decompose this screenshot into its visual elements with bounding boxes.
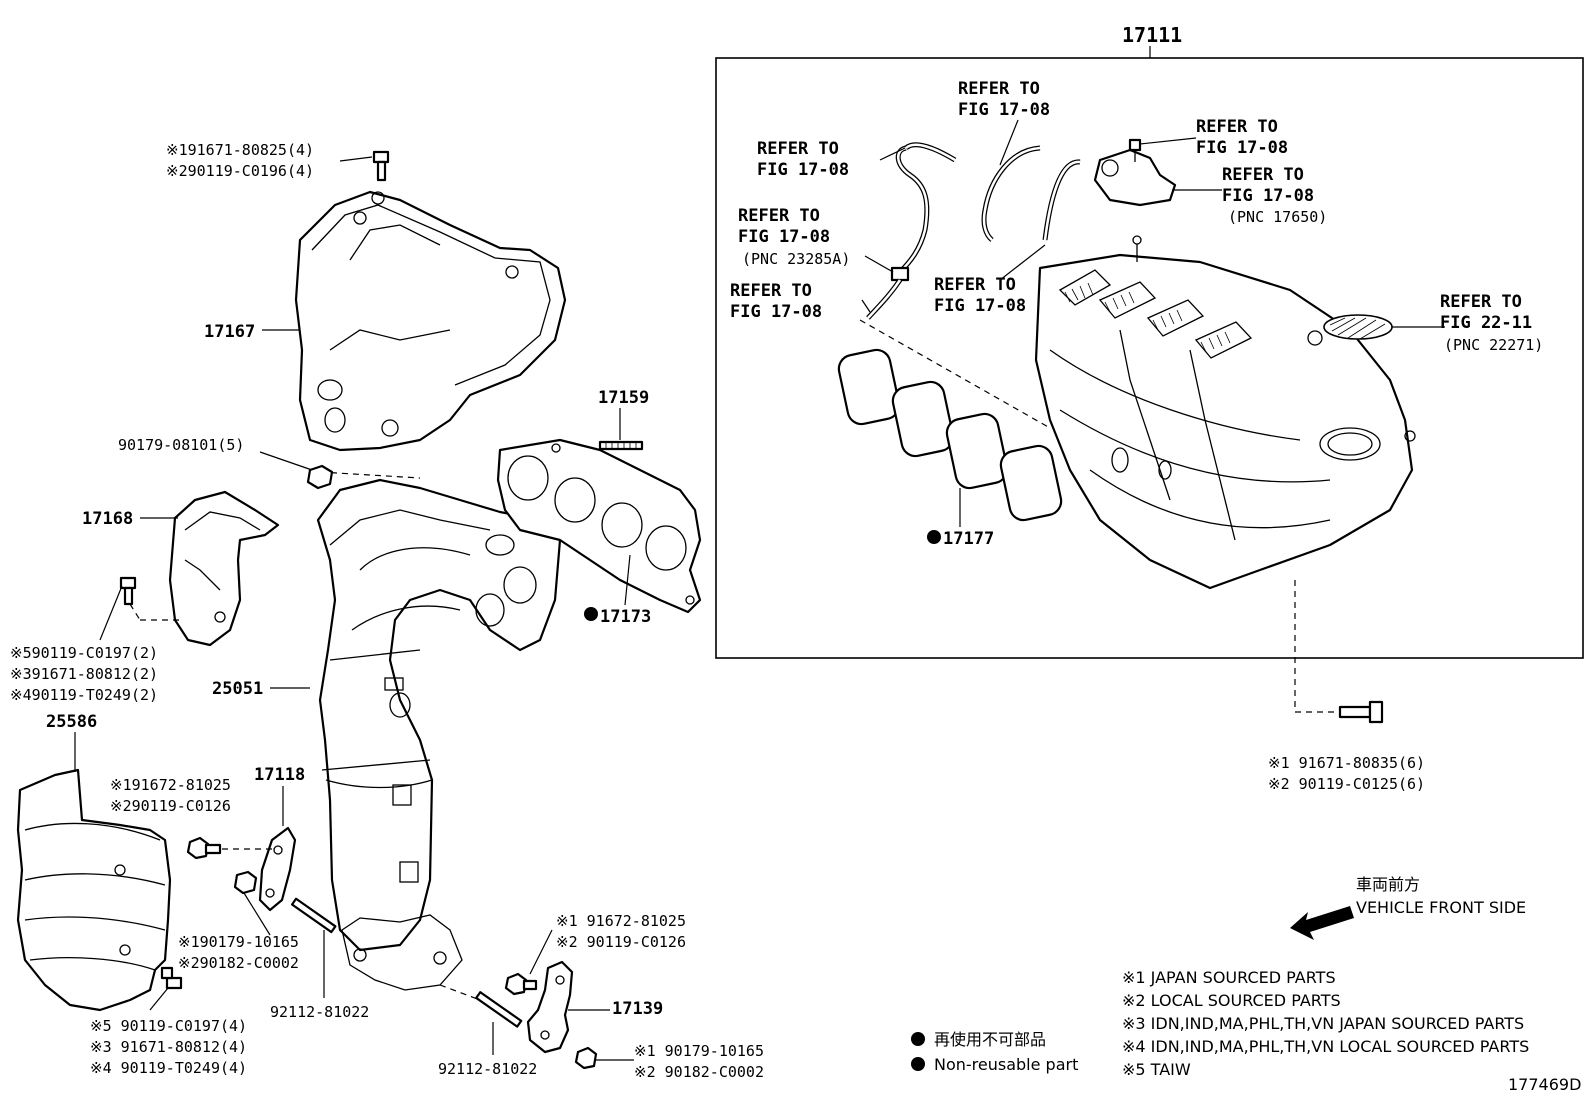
top-bolt-icon (372, 150, 390, 182)
insulator-17168 (168, 490, 280, 647)
nut-90179-icon (306, 464, 334, 490)
callout-17139: 17139 (612, 999, 663, 1019)
stud-17159-icon (598, 440, 644, 451)
callout-25051: 25051 (212, 679, 263, 699)
callout-17173: 17173 (600, 607, 651, 627)
direction-label-en: VEHICLE FRONT SIDE (1356, 898, 1526, 917)
legend-en: Non-reusable part (934, 1055, 1078, 1074)
heat-shield-25586 (16, 768, 172, 1012)
vacuum-hoses (866, 142, 1081, 320)
exhaust-manifold-converter-25051 (316, 478, 562, 991)
throttle-gasket-22271 (1323, 314, 1393, 340)
callout-25586: 25586 (46, 712, 97, 732)
direction-label-jp: 車両前方 (1356, 875, 1420, 894)
pnc-17650: (PNC 17650) (1228, 208, 1327, 226)
vsv-bracket-17650 (1093, 138, 1177, 207)
callout-17168: 17168 (82, 509, 133, 529)
callout-17111: 17111 (1122, 23, 1182, 47)
insulator-bolt-icon (119, 576, 137, 606)
legend-dot-icon (911, 1032, 925, 1046)
pnc-23285a: (PNC 23285A) (742, 250, 850, 268)
pnc-22271: (PNC 22271) (1444, 336, 1543, 354)
assembly-frame-17111 (715, 57, 1584, 659)
callout-17159: 17159 (598, 388, 649, 408)
bracket-bolt-icon (186, 836, 222, 860)
non-reusable-marker-17173 (584, 607, 598, 621)
insulator-bolt-labels: ※590119-C0197(2)※391671-80812(2)※490119-… (10, 644, 158, 704)
stud-92112-a-icon (290, 897, 337, 934)
top-bolt-labels: ※191671-80825(4)※290119-C0196(4) (166, 141, 314, 180)
callout-17177: 17177 (943, 529, 994, 549)
bracket-17139-bolt-icon (504, 972, 538, 996)
callout-nut-90179: 90179-08101(5) (118, 436, 244, 454)
bracket-17139-bolt-labels: ※1 91672-81025※2 90119-C0126 (556, 912, 686, 951)
gasket-17177-rings (837, 348, 1063, 522)
callout-stud-92112-a: 92112-81022 (270, 1003, 369, 1021)
shield-bolt-icon (160, 966, 183, 990)
nut-10165-icon (233, 870, 258, 895)
bracket-bolt-labels: ※191672-81025※290119-C0126 (110, 776, 231, 815)
bracket-17139-nut-labels: ※1 90179-10165※2 90182-C0002 (634, 1042, 764, 1081)
callout-17167: 17167 (204, 322, 255, 342)
legend-dot-icon-2 (911, 1057, 925, 1071)
figure-id: 177469D (1508, 1075, 1581, 1094)
manifold-bolt-icon (1338, 700, 1384, 724)
stud-92112-b-icon (475, 991, 523, 1028)
intake-manifold-illustration (1034, 235, 1416, 590)
shield-bolt-labels: ※5 90119-C0197(4)※3 91671-80812(4)※4 901… (90, 1017, 247, 1077)
nut-10165-labels: ※190179-10165※290182-C0002 (178, 933, 299, 972)
callout-17118: 17118 (254, 765, 305, 785)
manifold-bolt-labels: ※1 91671-80835(6)※2 90119-C0125(6) (1268, 754, 1425, 793)
bracket-17139 (526, 960, 574, 1054)
bracket-17139-nut-icon (574, 1046, 598, 1070)
source-notes: ※1 JAPAN SOURCED PARTS ※2 LOCAL SOURCED … (1122, 968, 1534, 1079)
exhaust-gasket-17173 (496, 438, 702, 614)
legend-jp: 再使用不可部品 (934, 1030, 1046, 1049)
heat-insulator-17167 (294, 190, 567, 452)
bracket-17118 (258, 826, 297, 912)
non-reusable-marker-17177 (927, 530, 941, 544)
vehicle-front-arrow-icon (1290, 906, 1354, 940)
callout-stud-92112-b: 92112-81022 (438, 1060, 537, 1078)
